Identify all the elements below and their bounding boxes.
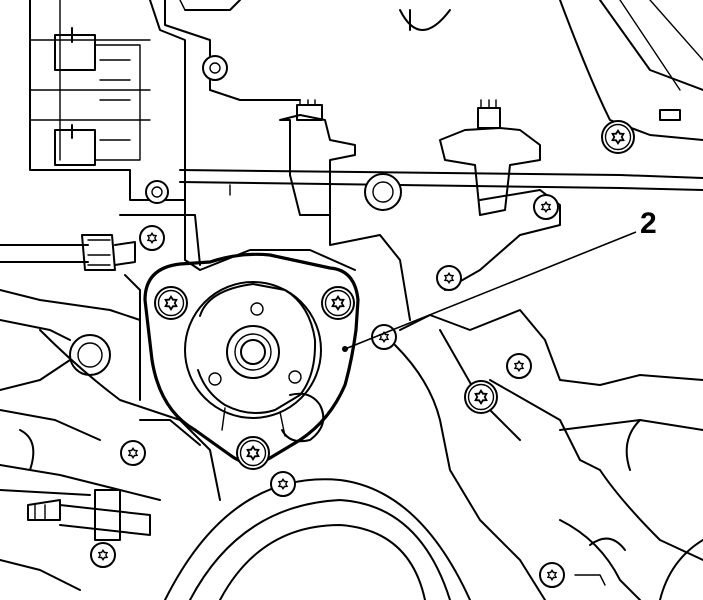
water-pump <box>143 252 360 470</box>
upper-left-block <box>29 0 186 204</box>
left-pipes <box>0 234 161 591</box>
upper-rail <box>164 0 703 216</box>
crank-pulley <box>164 471 471 600</box>
callout-label-2: 2 <box>640 207 657 240</box>
leader-line-2 <box>342 231 637 352</box>
timing-cover <box>39 189 703 600</box>
